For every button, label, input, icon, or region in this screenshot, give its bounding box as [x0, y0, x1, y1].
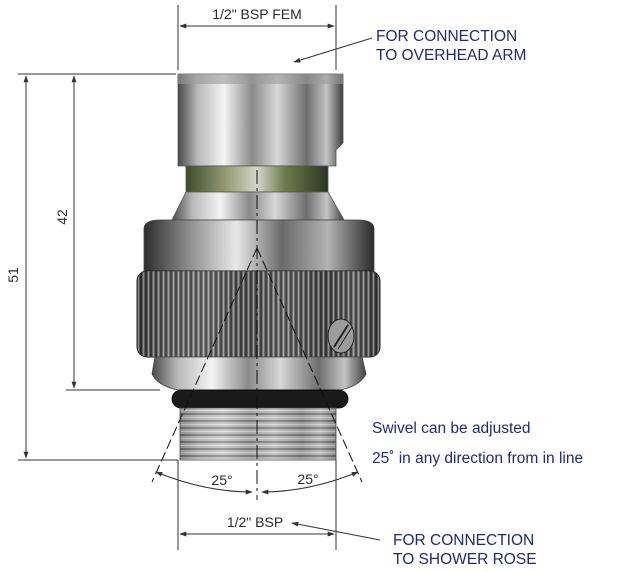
angle-right-label: 25° — [297, 471, 318, 487]
body-height-label: 42 — [54, 209, 70, 225]
overall-height-dimension: 51 — [5, 73, 178, 461]
bottom-connection-note: FOR CONNECTION TO SHOWER ROSE — [393, 531, 537, 569]
top-width-label: 1/2" BSP FEM — [212, 6, 302, 22]
fitting-body — [136, 73, 381, 500]
body-height-dimension: 42 — [54, 75, 160, 391]
angle-dimension: 25° 25° — [155, 471, 359, 495]
angle-left-label: 25° — [211, 472, 232, 488]
upper-collar — [143, 219, 375, 272]
bottom-connection-line-1: FOR CONNECTION — [393, 532, 535, 549]
swivel-note: Swivel can be adjusted 25˚ in any direct… — [372, 414, 583, 474]
bottom-width-label: 1/2" BSP — [227, 514, 283, 530]
top-nut — [177, 73, 344, 167]
taper — [171, 191, 345, 221]
top-connection-line-2: TO OVERHEAD ARM — [376, 47, 527, 64]
swivel-line-right — [256, 247, 363, 483]
grub-screw — [327, 318, 355, 354]
lower-collar — [151, 356, 367, 391]
top-connection-line-1: FOR CONNECTION — [376, 28, 518, 45]
top-connection-note: FOR CONNECTION TO OVERHEAD ARM — [376, 27, 526, 65]
top-connection-leader — [293, 37, 373, 63]
top-width-dimension: 1/2" BSP FEM — [177, 5, 337, 70]
bottom-connection-line-2: TO SHOWER ROSE — [393, 551, 537, 568]
swivel-note-line-2: 25˚ in any direction from in line — [372, 450, 584, 467]
swivel-line-left — [151, 247, 258, 483]
bottom-connection-leader — [291, 521, 381, 541]
swivel-note-line-1: Swivel can be adjusted — [372, 420, 531, 437]
overall-height-label: 51 — [5, 267, 21, 283]
